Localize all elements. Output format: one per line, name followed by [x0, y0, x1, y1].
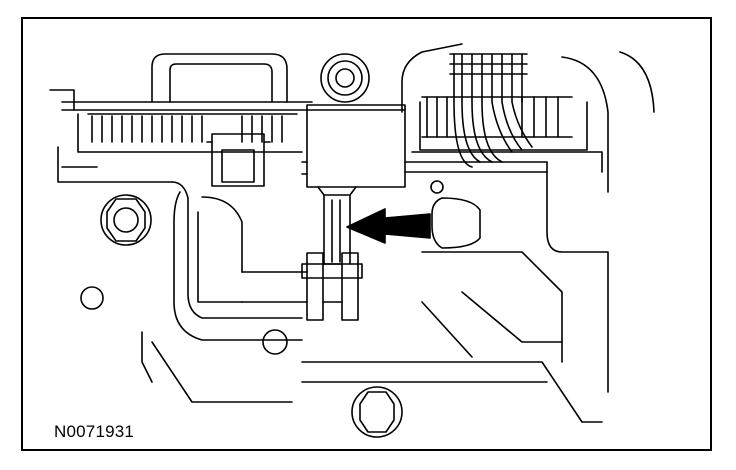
- technical-illustration: [49, 43, 655, 438]
- selector-block: [301, 104, 548, 188]
- hole-small: [430, 180, 444, 194]
- figure-id-label: N0071931: [54, 422, 135, 441]
- electrical-connector: [421, 96, 573, 138]
- arrow-left-icon: [346, 208, 431, 244]
- manual-valve-shaft: [241, 186, 363, 321]
- bolt-top: [320, 53, 370, 103]
- hole-lower: [262, 329, 288, 355]
- upper-housing: [49, 53, 313, 153]
- bolt-left: [100, 194, 152, 246]
- right-housing: [301, 43, 655, 423]
- bolt-bottom: [351, 386, 403, 438]
- illustration-frame: N0071931: [21, 17, 712, 451]
- wire-clip: [206, 133, 271, 187]
- left-bracket: [57, 146, 303, 403]
- hole-left: [80, 286, 104, 310]
- wiring-harness: [449, 53, 533, 168]
